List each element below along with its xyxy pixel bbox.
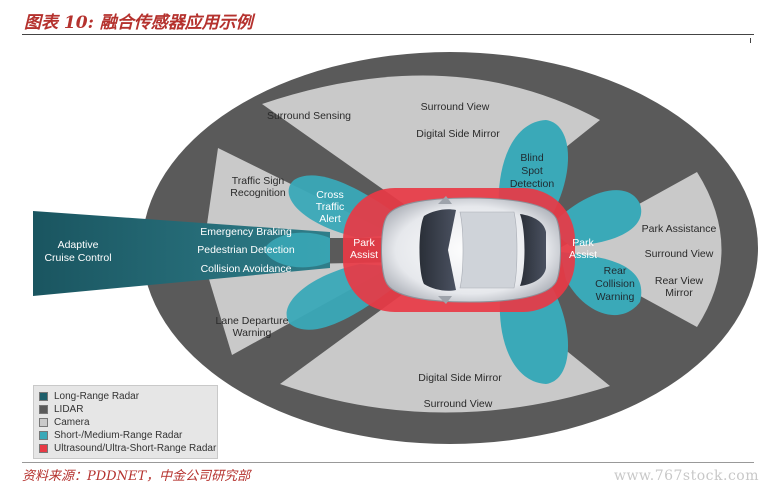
- camera-zone-front-top: [262, 75, 600, 238]
- title-rule: [22, 34, 754, 35]
- label-collision-avoidance: Collision Avoidance: [201, 263, 292, 275]
- label-digital-side-mirror-top: Digital Side Mirror: [416, 128, 500, 140]
- legend-label: Long-Range Radar: [54, 391, 140, 402]
- legend-swatch: [39, 392, 48, 401]
- label-surround-view-top: Surround View: [421, 101, 490, 113]
- legend-swatch: [39, 444, 48, 453]
- label-surround-view-bottom: Surround View: [424, 398, 493, 410]
- label-rear-collision-3: Warning: [596, 291, 635, 303]
- label-park-assist-left-1: Park: [353, 237, 375, 249]
- label-cross-traffic-1: Cross: [316, 189, 343, 201]
- label-park-assistance: Park Assistance: [642, 223, 717, 235]
- label-pedestrian-detection: Pedestrian Detection: [197, 244, 295, 256]
- legend-swatch: [39, 431, 48, 440]
- label-rear-collision-2: Collision: [595, 278, 635, 290]
- srr-lobe-front-center: [264, 232, 330, 268]
- legend-swatch: [39, 418, 48, 427]
- label-lane-departure-2: Warning: [233, 327, 272, 339]
- label-surround-sensing: Surround Sensing: [267, 110, 351, 122]
- label-park-assist-left-2: Assist: [350, 249, 378, 261]
- legend-item-short-medium-radar: Short-/Medium-Range Radar: [39, 429, 182, 442]
- legend: Long-Range Radar LIDAR Camera Short-/Med…: [33, 385, 218, 459]
- label-rear-view-mirror-1: Rear View: [655, 275, 704, 287]
- label-blind-spot-3: Detection: [510, 178, 555, 190]
- label-park-assist-right-2: Assist: [569, 249, 597, 261]
- figure-title: 图表 10: 融合传感器应用示例: [24, 13, 253, 33]
- label-adaptive-cruise-2: Cruise Control: [44, 252, 111, 264]
- legend-label: Camera: [54, 417, 90, 428]
- label-digital-side-mirror-bottom: Digital Side Mirror: [418, 372, 502, 384]
- legend-label: LIDAR: [54, 404, 84, 415]
- label-cross-traffic-3: Alert: [319, 213, 341, 225]
- legend-item-lidar: LIDAR: [39, 403, 83, 416]
- source-rule: [22, 462, 754, 463]
- legend-item-camera: Camera: [39, 416, 90, 429]
- label-park-assist-right-1: Park: [572, 237, 594, 249]
- car-top-view: [381, 196, 561, 304]
- source-note: 资料来源：PDDNET，中金公司研究部: [22, 469, 251, 484]
- srr-lobe-rear-collision: [560, 252, 642, 316]
- label-surround-view-right: Surround View: [645, 248, 714, 260]
- watermark: www.767stock.com: [613, 468, 759, 484]
- legend-swatch: [39, 405, 48, 414]
- label-traffic-sign-2: Recognition: [230, 187, 286, 199]
- label-emergency-braking: Emergency Braking: [200, 226, 292, 238]
- label-rear-collision-1: Rear: [604, 265, 627, 277]
- legend-item-long-range-radar: Long-Range Radar: [39, 390, 139, 403]
- legend-label: Short-/Medium-Range Radar: [54, 430, 183, 441]
- title-rule-tick: [750, 38, 751, 43]
- label-lane-departure-1: Lane Departure: [216, 315, 289, 327]
- label-cross-traffic-2: Traffic: [316, 201, 345, 213]
- label-rear-view-mirror-2: Mirror: [665, 287, 693, 299]
- label-blind-spot-2: Spot: [521, 165, 543, 177]
- legend-item-ultrasound: Ultrasound/Ultra-Short-Range Radar: [39, 442, 216, 455]
- label-traffic-sign-1: Traffic Sign: [232, 175, 285, 187]
- label-blind-spot-1: Blind: [520, 152, 544, 164]
- legend-label: Ultrasound/Ultra-Short-Range Radar: [54, 443, 217, 454]
- long-range-radar-beam: [33, 211, 330, 296]
- label-adaptive-cruise-1: Adaptive: [58, 239, 99, 251]
- camera-zone-rear: [556, 172, 722, 327]
